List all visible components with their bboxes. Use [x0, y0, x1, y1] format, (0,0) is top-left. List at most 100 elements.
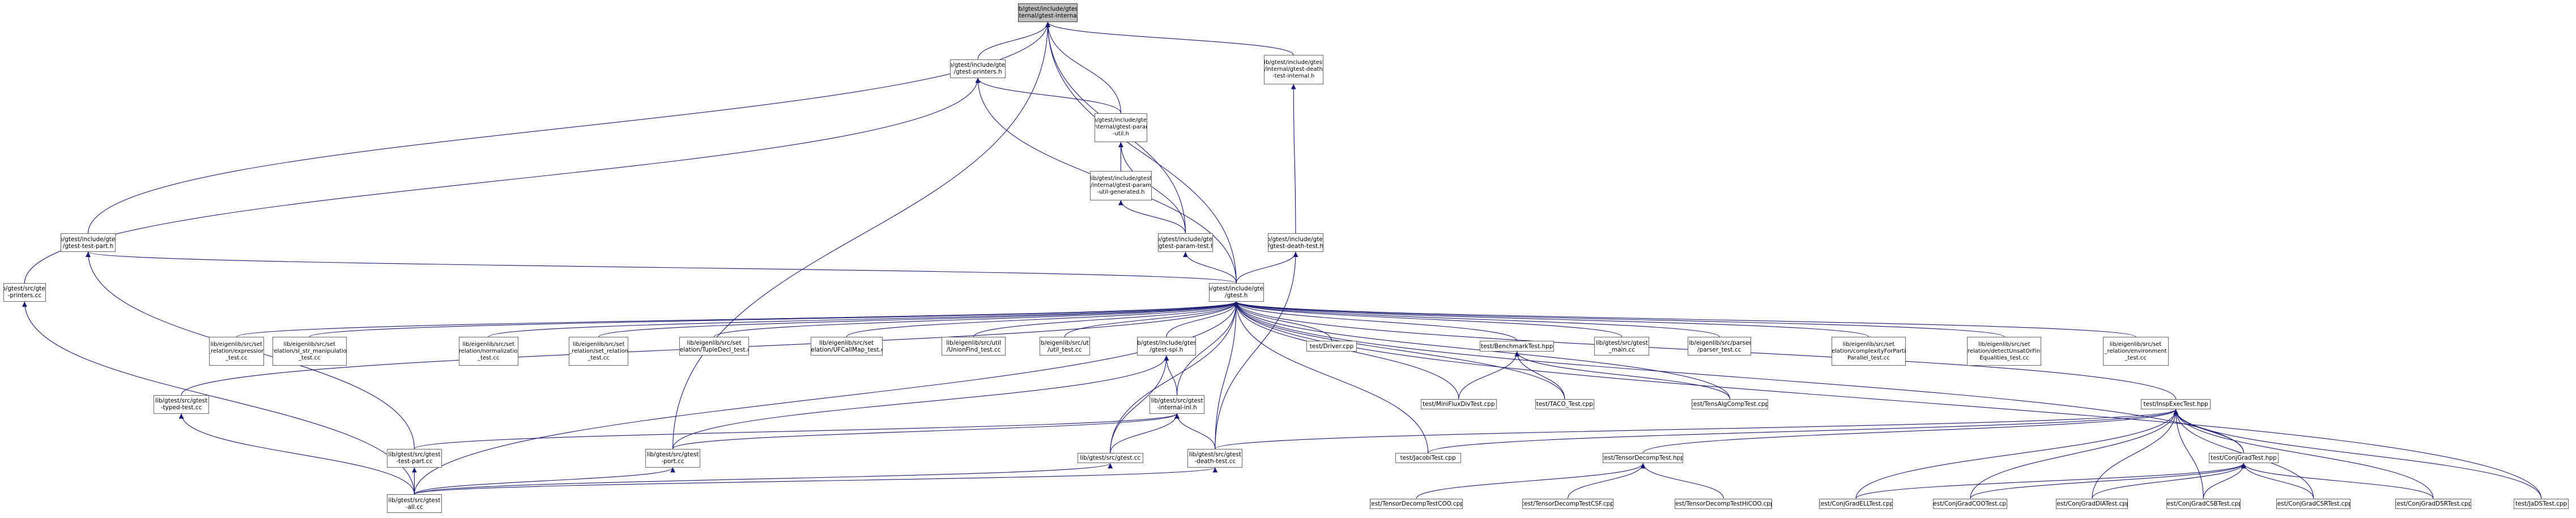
node-environment-test-cc[interactable]: lib/eigenlib/src/set _relation/environme…: [2102, 337, 2169, 366]
edge-n32-to-n27: [414, 413, 1180, 449]
edge-n36-to-n31: [1428, 409, 2178, 453]
node-tupledecl-test-cc[interactable]: lib/eigenlib/src/set _relation/TupleDecl…: [679, 337, 750, 356]
node-gtest-internal-h[interactable]: lib/gtest/include/gtest /internal/gtest-…: [1018, 3, 1078, 22]
edge-n38-to-n31: [2173, 409, 2244, 453]
node-gtest-typed-test-cc[interactable]: lib/gtest/src/gtest -typed-test.cc: [154, 395, 209, 414]
edge-n49-to-n31: [2173, 409, 2542, 499]
edge-n33-to-n0: [672, 22, 1050, 449]
edge-n5-to-n0: [88, 22, 1050, 234]
node-gtest-spi-h[interactable]: lib/gtest/include/gtest /gtest-spi.h: [1136, 337, 1197, 356]
node-conjgradcsbtest-cpp[interactable]: test/ConjGradCSBTest.cpp: [2166, 498, 2241, 509]
node-gtest-port-cc[interactable]: lib/gtest/src/gtest -port.cc: [645, 448, 701, 468]
edge-n9-to-n6: [1183, 251, 1237, 284]
edge-n27-to-n9: [1177, 301, 1239, 395]
node-tensordecomptestcsf-cpp[interactable]: test/TensorDecompTestCSF.cpp: [1522, 498, 1613, 509]
node-parser-test-cc[interactable]: lib/eigenlib/src/parser /parser_test.cc: [1687, 337, 1751, 356]
node-gtest-cc[interactable]: lib/gtest/src/gtest.cc: [1077, 453, 1143, 464]
node-conjgraddsrtest-cpp[interactable]: test/ConjGradDSRTest.cpp: [2395, 498, 2472, 509]
edge-n34-to-n9: [1110, 301, 1239, 453]
edge-n48-to-n38: [2241, 463, 2434, 499]
edge-n27-to-n18: [1164, 356, 1178, 395]
edge-n39-to-n35: [414, 467, 1217, 495]
node-jacobitest-cpp[interactable]: test/JacobiTest.cpp: [1395, 453, 1461, 464]
node-set-relation-test-cc[interactable]: lib/eigenlib/src/set _relation/set_relat…: [569, 337, 629, 366]
node-gtest-death-test-cc[interactable]: lib/gtest/src/gtest -death-test.cc: [1187, 448, 1243, 468]
node-gtest-param-util-generated-h[interactable]: lib/gtest/include/gtest /internal/gtest-…: [1090, 171, 1152, 200]
node-gtest-internal-inl-h[interactable]: lib/gtest/src/gtest -internal-inl.h: [1149, 395, 1205, 414]
node-gtest-param-test-h[interactable]: lib/gtest/include/gtest /gtest-param-tes…: [1157, 233, 1214, 252]
edge-n9-to-n5: [86, 251, 1237, 284]
node-gtest-main-cc[interactable]: lib/gtest/src/gtest _main.cc: [1594, 337, 1650, 356]
edge-n2-to-n0: [1045, 22, 1294, 55]
node-conjgraddiatest-cpp[interactable]: test/ConjGradDIATest.cpp: [2056, 498, 2128, 509]
edge-n28-to-n20: [1458, 351, 1520, 399]
edge-n39-to-n33: [414, 467, 675, 495]
edge-n12-to-n9: [488, 301, 1239, 337]
edge-n35-to-n31: [1215, 409, 2178, 449]
node-inspexectest-hpp[interactable]: test/InspExecTest.hpp: [2140, 399, 2211, 410]
edge-n1-to-n0: [977, 22, 1050, 59]
node-conjgradtest-hpp[interactable]: test/ConjGradTest.hpp: [2208, 453, 2279, 464]
node-unionfind-test-cc[interactable]: lib/eigenlib/src/util /UnionFind_test.cc: [942, 337, 1006, 356]
edge-n47-to-n38: [2241, 463, 2314, 499]
edge-n10-to-n9: [236, 301, 1239, 337]
node-conjgradcsrtest-cpp[interactable]: test/ConjGradCSRTest.cpp: [2276, 498, 2351, 509]
edge-n46-to-n38: [2203, 463, 2246, 499]
edge-n18-to-n9: [1166, 301, 1239, 337]
edge-n43-to-n31: [1855, 409, 2179, 499]
node-gtest-printers-h[interactable]: lib/gtest/include/gtest /gtest-printers.…: [950, 59, 1006, 78]
node-conjgradcootest-cpp[interactable]: test/ConjGradCOOTest.cpp: [1933, 498, 2008, 509]
edge-n3-to-n1: [975, 78, 1122, 113]
node-detectunsatorfindequalities-test-cc[interactable]: lib/eigenlib/src/set _relation/detectUns…: [1967, 337, 2042, 366]
node-tensordecomptesthicoo-cpp[interactable]: test/TensorDecompTestHiCOO.cpp: [1675, 498, 1773, 509]
node-gtest-death-test-h[interactable]: lib/gtest/include/gtest /gtest-death-tes…: [1268, 233, 1323, 252]
edge-n37-to-n31: [1642, 409, 2178, 453]
edge-n11-to-n9: [309, 301, 1239, 337]
edge-n48-to-n31: [2173, 409, 2434, 499]
edge-n21-to-n9: [1233, 301, 1623, 337]
edge-n36-to-n9: [1233, 301, 1429, 453]
edge-n9-to-n7: [1236, 251, 1298, 284]
node-tensordecomptest-hpp[interactable]: test/TensorDecompTest.hpp: [1603, 453, 1684, 464]
node-driver-cpp[interactable]: test/Driver.cpp: [1306, 341, 1357, 352]
node-gtest-h[interactable]: lib/gtest/include/gtest /gtest.h: [1208, 282, 1264, 302]
node-ufcallmap-test-cc[interactable]: lib/eigenlib/src/set _relation/UFCallMap…: [810, 337, 883, 356]
edge-n49-to-n9: [1233, 301, 2542, 499]
edge-n17-to-n9: [1064, 301, 1239, 337]
edge-n25-to-n9: [1234, 301, 2136, 337]
node-gtest-printers-cc[interactable]: lib/gtest/src/gtest -printers.cc: [3, 282, 46, 302]
node-gtest-test-part-cc[interactable]: lib/gtest/src/gtest -test-part.cc: [386, 448, 442, 468]
edge-n7-to-n2: [1291, 84, 1296, 234]
edge-n33-to-n18: [672, 356, 1169, 449]
node-util-test-cc[interactable]: lib/eigenlib/src/util /util_test.cc: [1039, 337, 1091, 356]
edge-n6-to-n4: [1118, 200, 1186, 234]
node-benchmarktest-hpp[interactable]: test/BenchmarkTest.hpp: [1480, 341, 1555, 352]
node-gtest-death-test-internal-h[interactable]: lib/gtest/include/gtest /internal/gtest-…: [1263, 55, 1323, 84]
node-tensalgcomptest-cpp[interactable]: test/TensAlgCompTest.cpp: [1692, 399, 1768, 410]
edge-n23-to-n9: [1234, 301, 1869, 337]
node-jadstest-cpp[interactable]: test/JaDSTest.cpp: [2514, 498, 2569, 509]
node-complexityforpartialparallel-test-cc[interactable]: lib/eigenlib/src/set _relation/complexit…: [1832, 337, 1906, 366]
edge-n34-to-n27: [1110, 413, 1180, 453]
node-gtest-param-util-h[interactable]: lib/gtest/include/gtest /internal/gtest-…: [1094, 113, 1148, 143]
node-gtest-all-cc[interactable]: lib/gtest/src/gtest -all.cc: [386, 494, 442, 513]
edge-n35-to-n7: [1215, 252, 1298, 449]
node-normalization-test-cc[interactable]: lib/eigenlib/src/set _relation/normaliza…: [458, 337, 518, 366]
node-minifluxdivtest-cpp[interactable]: test/MiniFluxDivTest.cpp: [1420, 399, 1497, 410]
edge-n14-to-n9: [713, 301, 1239, 337]
edge-n46-to-n31: [2173, 409, 2204, 499]
edge-n13-to-n9: [598, 301, 1239, 337]
node-tensordecomptestcoo-cpp[interactable]: test/TensorDecompTestCOO.cpp: [1369, 498, 1463, 509]
node-gtest-test-part-h[interactable]: lib/gtest/include/gtest /gtest-test-part…: [60, 233, 116, 252]
node-conjgradelltest-cpp[interactable]: test/ConjGradELLTest.cpp: [1819, 498, 1893, 509]
edge-n15-to-n9: [846, 301, 1239, 337]
node-expression-test-cc[interactable]: lib/eigenlib/src/set _relation/expressio…: [208, 337, 264, 366]
edge-n40-to-n37: [1416, 463, 1646, 499]
edge-n3-to-n0: [1045, 22, 1122, 113]
node-taco-test-cpp[interactable]: test/TACO_Test.cpp: [1535, 399, 1595, 410]
edge-n29-to-n9: [1233, 301, 1565, 399]
edge-n42-to-n37: [1640, 463, 1724, 499]
edge-n44-to-n38: [1970, 463, 2246, 499]
node-sl-str-manipulation-test-cc[interactable]: lib/eigenlib/src/set _relation/sl_str_ma…: [272, 337, 347, 366]
